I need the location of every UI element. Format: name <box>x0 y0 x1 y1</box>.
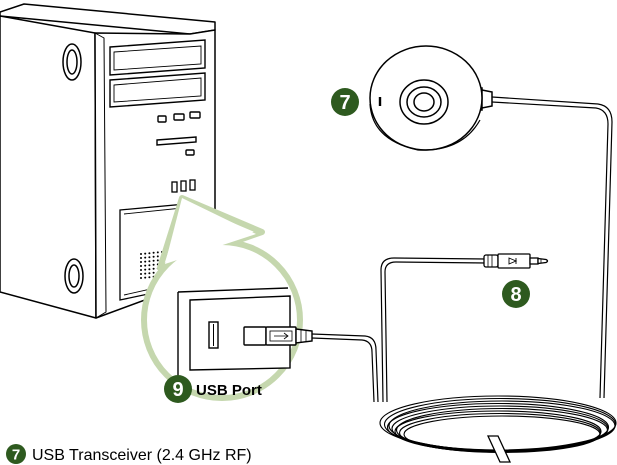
usb-transceiver <box>369 45 493 151</box>
audio-plug <box>483 253 549 269</box>
tower-usb-ports <box>171 179 196 193</box>
usb-port-badge-number: 9 <box>172 379 183 401</box>
legend: 7 USB Transceiver (2.4 GHz RF) <box>6 444 252 464</box>
drive-bays <box>109 39 206 156</box>
legend-text: USB Transceiver (2.4 GHz RF) <box>32 447 252 464</box>
usb-port-badge: 9 <box>164 375 192 403</box>
usb-cable <box>311 333 379 403</box>
usb-plug <box>243 326 313 346</box>
cable-tie <box>486 435 512 463</box>
audio-plug-badge: 8 <box>502 280 530 308</box>
audio-plug-badge-number: 8 <box>510 284 521 306</box>
usb-port-label: USB Port <box>196 382 262 399</box>
audio-cable <box>380 257 487 403</box>
transceiver-badge-number: 7 <box>339 92 350 114</box>
transceiver-badge: 7 <box>331 88 359 116</box>
transceiver-cable <box>491 96 613 399</box>
zoomed-port-panel <box>177 287 291 376</box>
legend-badge <box>6 444 26 464</box>
legend-badge-number: 7 <box>12 447 20 464</box>
